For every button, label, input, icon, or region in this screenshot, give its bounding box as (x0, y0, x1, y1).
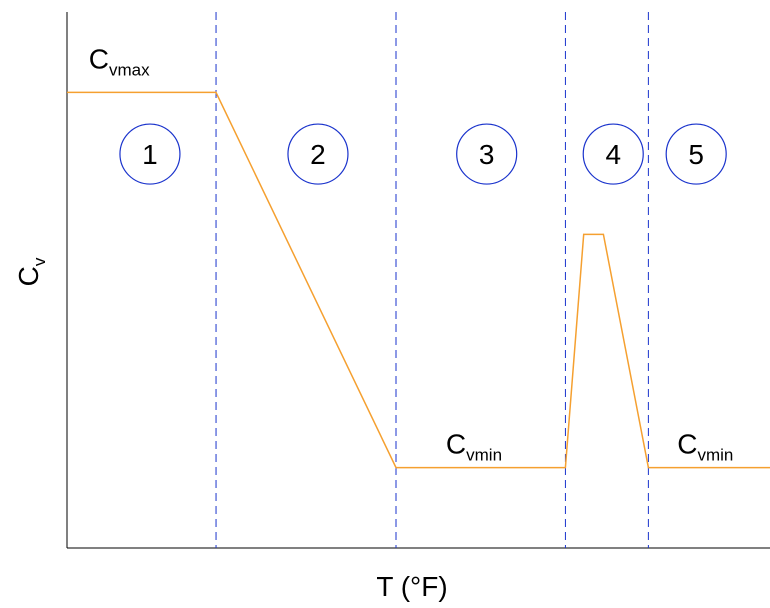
series-line-1 (67, 91, 770, 469)
annotation-cvmin-2: Cvmin (446, 429, 502, 465)
region-label-4: 4 (605, 139, 621, 170)
series-layer (67, 91, 770, 469)
y-axis-label: Cv (13, 257, 49, 286)
annotation-main: C (677, 429, 697, 460)
region-circle-1 (119, 123, 181, 185)
region-circle-5 (665, 123, 727, 185)
region-circle-4 (582, 123, 644, 185)
annotation-main: C (446, 429, 466, 460)
region-label-5: 5 (688, 139, 704, 170)
annotation-sub: vmin (697, 446, 733, 465)
y-axis-label-sub: v (30, 257, 49, 266)
region-label-1: 1 (142, 139, 158, 170)
region-markers: 1 2 3 4 5 (119, 123, 727, 185)
annotation-sub: vmax (109, 60, 150, 79)
annotation-cvmax-1: Cvmax (89, 43, 150, 79)
region-label-2: 2 (310, 139, 326, 170)
x-axis-label: T (°F) (376, 571, 447, 602)
region-label-3: 3 (479, 139, 495, 170)
y-axis-label-main: C (13, 266, 44, 286)
annotation-sub: vmin (466, 446, 502, 465)
annotation-cvmin-3: Cvmin (677, 429, 733, 465)
plot-axes (66, 12, 770, 549)
region-circle-2 (287, 123, 349, 185)
annotation-main: C (89, 43, 109, 74)
region-circle-3 (456, 123, 518, 185)
